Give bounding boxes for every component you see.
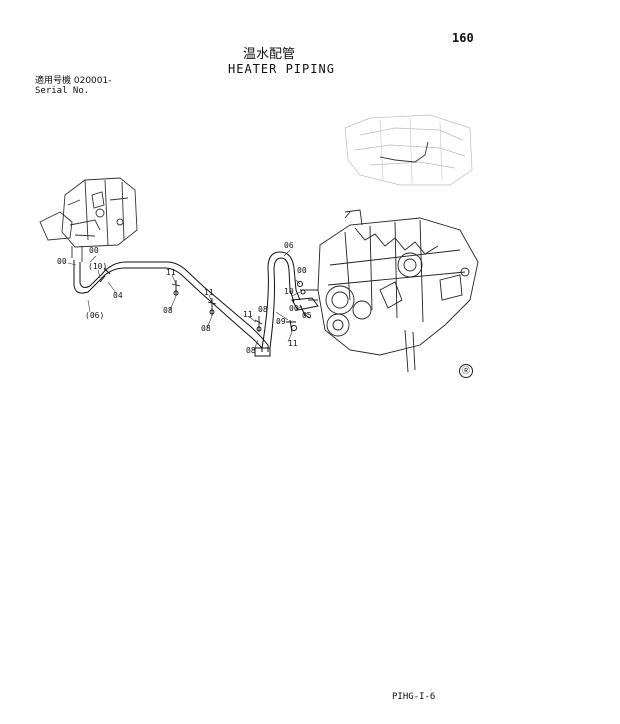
callout-label: 00 — [297, 266, 307, 275]
callout-label: 09 — [276, 317, 286, 326]
heater-hose-run — [73, 251, 319, 357]
callout-label: 08 — [201, 324, 211, 333]
serial-label-english: Serial No. — [35, 86, 90, 96]
callout-label: 04 — [113, 291, 123, 300]
callout-label: (06) — [85, 311, 105, 320]
callout-label: 11 — [243, 310, 253, 319]
callout-label: 11 — [166, 268, 176, 277]
callout-label: 08 — [246, 346, 256, 355]
callout-label: 00 — [57, 257, 67, 266]
callout-label: 08 — [163, 306, 173, 315]
callout-label: 10 — [284, 287, 294, 296]
callout-label: 05 — [302, 311, 312, 320]
footer-code: PIHG-I-6 — [392, 692, 436, 702]
title-english: HEATER PIPING — [228, 62, 335, 76]
callout-label: 00 — [289, 304, 299, 313]
page-number: 160 — [452, 31, 474, 45]
callout-label: 11 — [204, 288, 214, 297]
title-japanese: 温水配管 — [243, 47, 296, 62]
leader-lines — [67, 249, 309, 351]
registered-mark-icon: Ⓡ — [459, 364, 473, 378]
serial-label-japanese: 適用号機 020001- — [35, 76, 112, 86]
callout-label: 06 — [284, 241, 294, 250]
callout-label: (10) — [88, 262, 108, 271]
callout-label: 00 — [89, 246, 99, 255]
upper-pipe — [379, 141, 429, 163]
engine-block — [300, 209, 479, 373]
hose-clamps — [99, 267, 263, 332]
upper-component-sketch — [344, 114, 473, 186]
callout-label: 11 — [288, 339, 298, 348]
left-pump-assembly — [39, 177, 138, 262]
callout-label: 08 — [258, 305, 268, 314]
